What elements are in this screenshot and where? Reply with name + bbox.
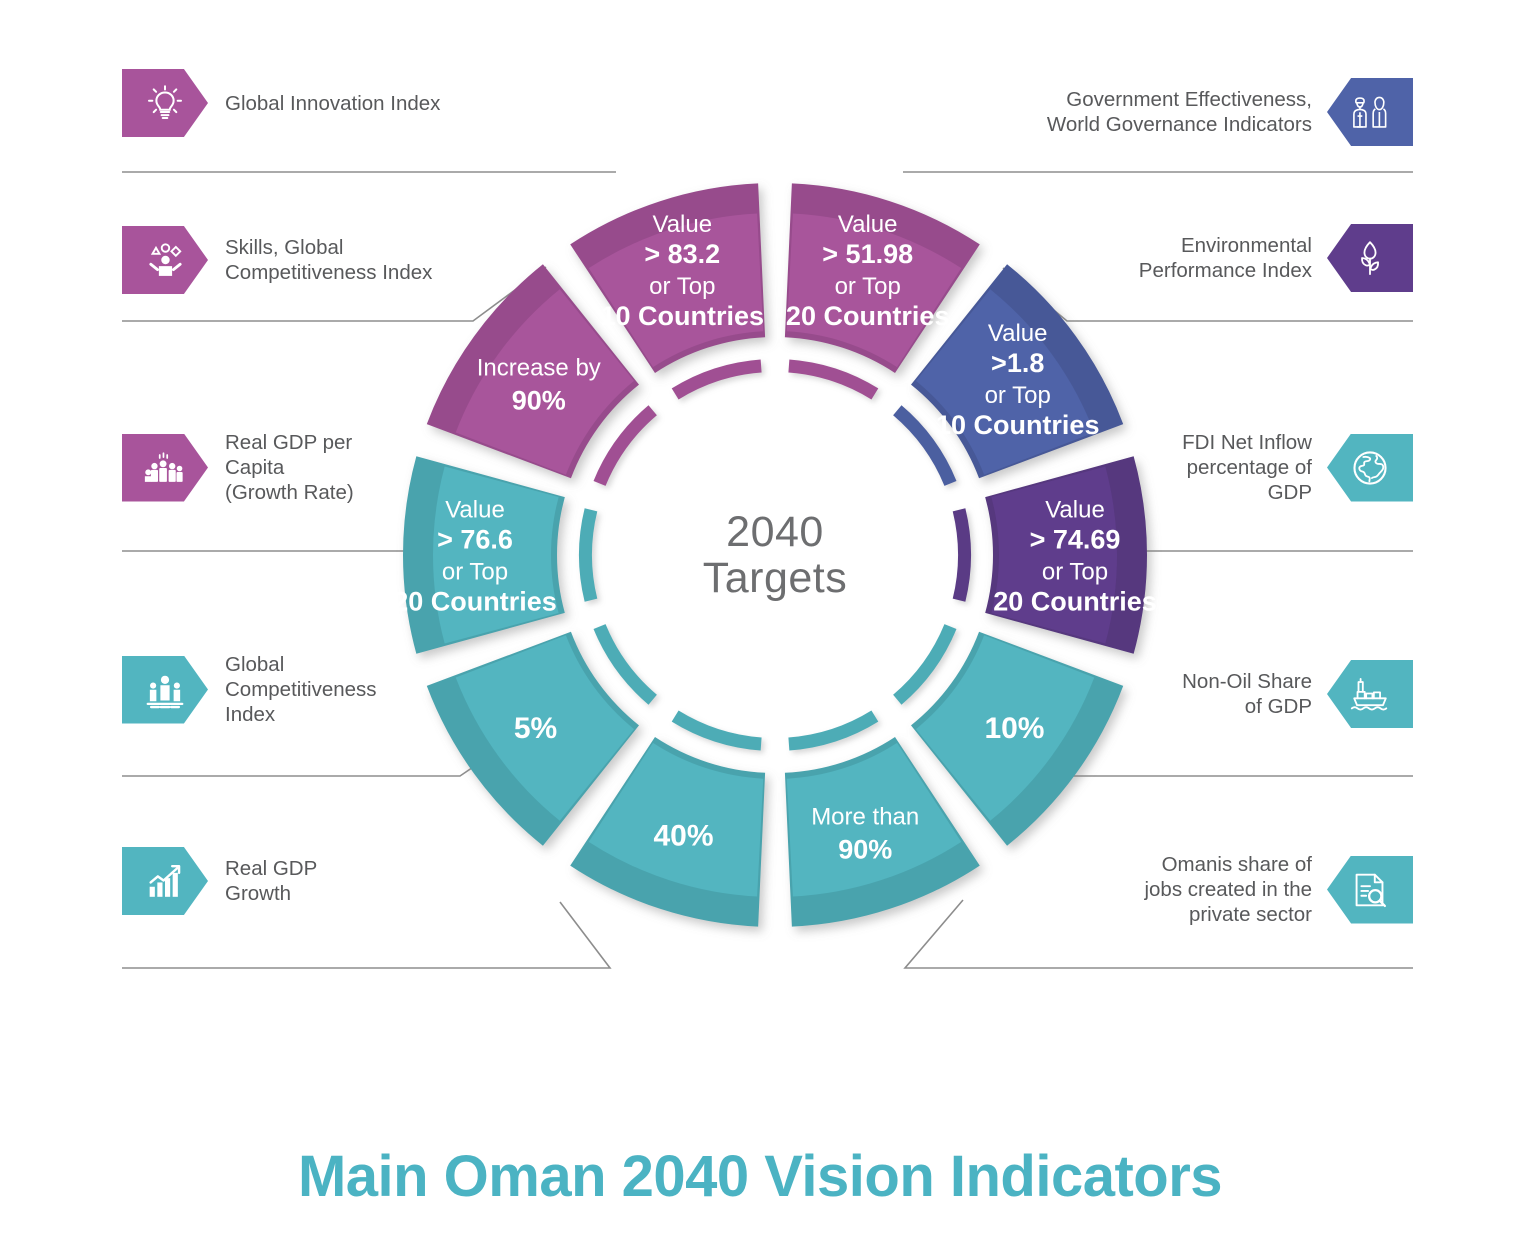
omani-couple-icon (1327, 78, 1413, 146)
label-text-real-gdp-growth: Real GDP Growth (225, 857, 318, 905)
label-text-fdi-net-inflow: FDI Net Inflow percentage of GDP (1182, 431, 1312, 504)
document-search-icon (1327, 855, 1413, 924)
label-environmental-performance-index[interactable]: Environmental Performance Index (1139, 224, 1413, 292)
donut-inner-arc (893, 405, 957, 486)
donut-inner-arc (593, 624, 657, 705)
label-skills-global-competitiveness-index[interactable]: Skills, Global Competitiveness Index (122, 226, 432, 294)
label-real-gdp-per-capita[interactable]: Real GDP per Capita (Growth Rate) (122, 430, 354, 505)
donut-slice-face (915, 289, 1095, 475)
label-text-skills-global-competitiveness-index: Skills, Global Competitiveness Index (225, 236, 433, 284)
donut-inner-arc (788, 359, 879, 400)
skills-icon (122, 226, 208, 294)
donut-slice-face (455, 289, 635, 475)
label-text-real-gdp-per-capita: Real GDP per Capita (Growth Rate) (225, 431, 354, 504)
label-global-innovation-index[interactable]: Global Innovation Index (122, 69, 440, 137)
donut-inner-arc (671, 710, 762, 751)
label-global-competitiveness-index[interactable]: Global Competitiveness Index (122, 652, 377, 727)
globe-icon (1327, 433, 1413, 502)
label-text-non-oil-share-of-gdp: Non-Oil Share of GDP (1182, 670, 1312, 718)
donut-slice-face (433, 466, 559, 644)
lightbulb-icon (122, 69, 208, 137)
people-group-icon (122, 433, 208, 502)
leaf-plant-icon (1327, 224, 1413, 292)
donut-slice-label: 5% (514, 712, 557, 745)
label-text-environmental-performance-index: Environmental Performance Index (1138, 234, 1312, 282)
donut-inner-arc (593, 405, 657, 486)
label-text-omanis-share-of-jobs: Omanis share of jobs created in the priv… (1144, 853, 1312, 926)
donut-slice-face (588, 742, 764, 897)
donut-slice-face (991, 466, 1117, 644)
label-government-effectiveness[interactable]: Government Effectiveness, World Governan… (1047, 78, 1413, 146)
donut-inner-arc (952, 508, 972, 602)
donut-slice-face (786, 213, 962, 368)
label-text-government-effectiveness: Government Effectiveness, World Governan… (1046, 88, 1312, 136)
label-non-oil-share-of-gdp[interactable]: Non-Oil Share of GDP (1182, 660, 1413, 728)
donut-slice-face (915, 635, 1095, 821)
label-text-global-innovation-index: Global Innovation Index (225, 91, 441, 115)
label-text-global-competitiveness-index: Global Competitiveness Index (225, 653, 377, 726)
donut-slice-label: 40% (654, 820, 714, 853)
donut-slice-face (786, 742, 962, 897)
donut-slice-face (455, 635, 635, 821)
label-real-gdp-growth[interactable]: Real GDP Growth (122, 847, 317, 915)
donut-inner-arc (671, 359, 762, 400)
donut-inner-arc (579, 508, 598, 602)
donut-slice-face (588, 213, 764, 368)
cargo-ship-icon (1327, 660, 1413, 728)
bar-chart-up-icon (122, 847, 208, 915)
donut-inner-arc (788, 710, 879, 751)
page-title: Main Oman 2040 Vision Indicators (297, 1144, 1223, 1209)
podium-icon (122, 655, 208, 724)
label-fdi-net-inflow[interactable]: FDI Net Inflow percentage of GDP (1182, 430, 1413, 505)
donut-inner-arc (893, 624, 957, 705)
label-omanis-share-of-jobs[interactable]: Omanis share of jobs created in the priv… (1144, 852, 1413, 927)
donut-slice-label: 10% (984, 712, 1044, 745)
